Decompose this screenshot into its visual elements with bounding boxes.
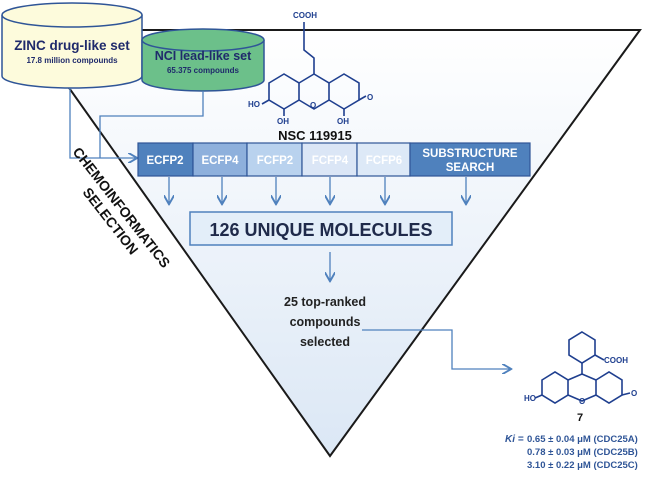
method-label: SUBSTRUCTURE xyxy=(422,148,518,160)
query-molecule xyxy=(261,38,367,116)
hit-ho: HO xyxy=(524,394,536,403)
selected-line3: selected xyxy=(300,335,350,349)
nci-title: NCI lead-like set xyxy=(155,49,252,63)
ki-value: 3.10 ± 0.22 μM (CDC25C) xyxy=(527,460,638,471)
query-ho: HO xyxy=(248,100,260,109)
query-keto-o: O xyxy=(367,93,373,102)
unique-molecules-label: 126 UNIQUE MOLECULES xyxy=(209,220,432,240)
method-label: FCFP4 xyxy=(312,155,349,167)
ki-value: 0.78 ± 0.03 μM (CDC25B) xyxy=(527,447,638,458)
hit-molecule xyxy=(534,331,631,404)
ki-value: 0.65 ± 0.04 μM (CDC25A) xyxy=(527,434,638,445)
selected-line2: compounds xyxy=(290,315,361,329)
query-label: NSC 119915 xyxy=(278,128,352,143)
method-label: ECFP4 xyxy=(201,155,239,167)
nci-subtitle: 65.375 compounds xyxy=(167,66,240,75)
zinc-title: ZINC drug-like set xyxy=(14,38,130,53)
method-box xyxy=(301,142,358,177)
method-label: FCFP6 xyxy=(366,155,402,167)
method-label-2: SEARCH xyxy=(446,162,495,174)
selected-line1: 25 top-ranked xyxy=(284,295,366,309)
method-label: ECFP2 xyxy=(146,155,183,167)
method-row xyxy=(137,142,531,177)
method-box xyxy=(192,142,248,177)
hit-label: 7 xyxy=(577,412,583,424)
nci-database: NCI lead-like set 65.375 compounds xyxy=(141,28,265,92)
query-ring-o: O xyxy=(310,101,316,110)
zinc-database: ZINC drug-like set 17.8 million compound… xyxy=(1,2,143,89)
zinc-subtitle: 17.8 million compounds xyxy=(26,56,118,65)
hit-ring-o: O xyxy=(579,397,585,406)
method-box xyxy=(409,142,531,177)
query-cooh: COOH xyxy=(293,11,317,20)
method-label: FCFP2 xyxy=(257,155,293,167)
unique-molecules-box xyxy=(189,211,453,246)
hit-cooh: COOH xyxy=(604,356,628,365)
method-arrows xyxy=(169,177,466,203)
hit-keto-o: O xyxy=(631,389,637,398)
source-connectors xyxy=(69,88,204,158)
query-oh1: OH xyxy=(277,117,289,126)
query-oh2: OH xyxy=(337,117,349,126)
ki-label: Ki = xyxy=(505,434,524,445)
to-hit-arrow xyxy=(362,329,510,369)
